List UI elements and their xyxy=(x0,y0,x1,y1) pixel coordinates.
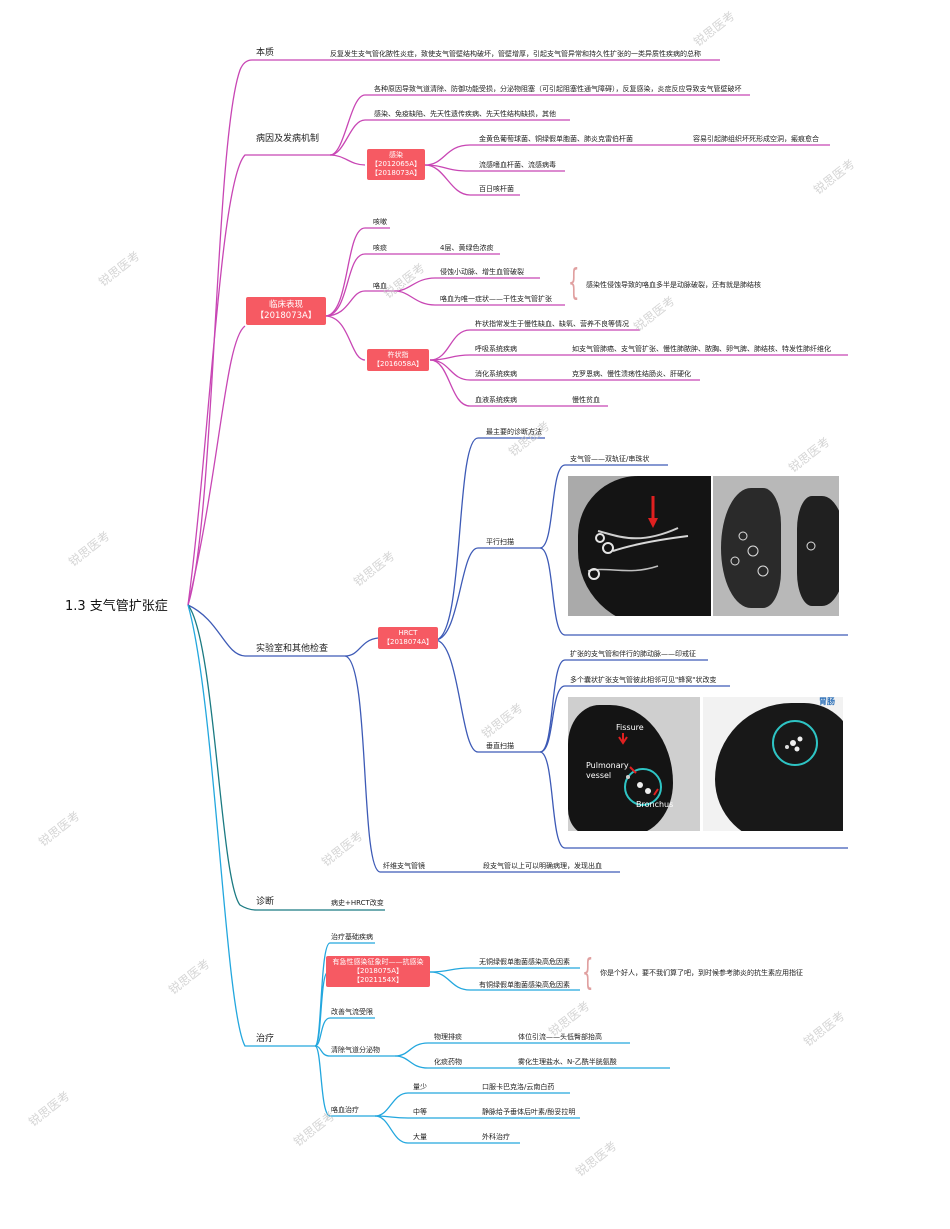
clubbing-blood: 血液系统疾病 xyxy=(475,396,517,404)
hrct-tag-title: HRCT xyxy=(398,629,418,637)
pseudomonas-risk: 有铜绿假单胞菌感染高危因素 xyxy=(479,981,570,989)
clubbing-tag[interactable]: 杵状指 【2016058A】 xyxy=(367,349,429,371)
hrct-main-method: 最主要的诊断方法 xyxy=(486,428,542,436)
vessel-label: vessel xyxy=(586,771,612,780)
clinical-tag-code: 【2018073A】 xyxy=(255,311,317,321)
branch-lab-label[interactable]: 实验室和其他检查 xyxy=(256,644,329,654)
brace: { xyxy=(568,262,580,303)
clubbing-tag-title: 杵状指 xyxy=(387,351,409,359)
ct-scan-image-perpendicular-1: Fissure Pulmonary vessel Bronchus xyxy=(568,697,700,831)
etiology-causes-text: 感染、免疫缺陷、先天性遗传疾病、先天性结构缺损，其他 xyxy=(374,110,556,118)
clubbing-respiratory: 呼吸系统疾病 xyxy=(475,345,517,353)
essence-text: 反复发生支气管化脓性炎症，致使支气管壁结构破坏，管壁增厚，引起支气管异常和持久性… xyxy=(330,50,701,58)
anti-infection-tag-code: 【2018075A】 xyxy=(353,967,403,975)
bronchoscopy-note: 段支气管以上可以明确病理，发现出血 xyxy=(483,862,602,870)
brace: { xyxy=(582,952,594,993)
clinical-tag-title: 临床表现 xyxy=(268,300,303,310)
infection-tag-title: 感染 xyxy=(389,151,403,159)
bronchus-label: Bronchus xyxy=(636,800,674,809)
fissure-label: Fissure xyxy=(616,723,644,732)
infection-tag-code: 【2012065A】 xyxy=(371,160,421,168)
etiology-mechanism-text: 各种原因导致气道清除、防御功能受损，分泌物阻塞（可引起阻塞性通气障碍），反复感染… xyxy=(374,85,742,93)
hemoptysis-dry-type: 咯血为唯一症状——干性支气管扩张 xyxy=(440,295,552,303)
no-pseudomonas-risk: 无铜绿假单胞菌感染高危因素 xyxy=(479,958,570,966)
mucolytic-drugs: 化痰药物 xyxy=(434,1058,462,1066)
symptom-sputum: 咳痰 xyxy=(373,244,387,252)
anti-infection-tag-code: 【2021154X】 xyxy=(353,976,403,984)
hemoptysis-small-note: 口服卡巴克洛/云南白药 xyxy=(482,1083,555,1091)
clubbing-blood-note: 慢性贫血 xyxy=(572,396,600,404)
antibiotic-note: 你是个好人，要不我们算了吧，到时候参考肺炎的抗生素应用指征 xyxy=(600,969,803,977)
hemoptysis-large-note: 外科治疗 xyxy=(482,1133,510,1141)
clubbing-digestive-note: 克罗恩病、慢性溃疡性结肠炎、肝硬化 xyxy=(572,370,691,378)
hemoptysis-treatment: 咯血治疗 xyxy=(331,1106,359,1114)
hrct-tag-code: 【2018074A】 xyxy=(383,638,433,646)
physical-drainage-note: 体位引流——头低臀部抬高 xyxy=(518,1033,602,1041)
pathogen-note: 容易引起肺组织坏死形成空洞，瘢痕愈合 xyxy=(693,135,819,143)
symptom-cough: 咳嗽 xyxy=(373,218,387,226)
physical-drainage: 物理排痰 xyxy=(434,1033,462,1041)
ct-scan-image-parallel-2 xyxy=(713,476,839,616)
clubbing-respiratory-note: 如支气管肺癌、支气管扩张、慢性肺脓肿、脓胸、卵气脾、肺结核、特发性肺纤维化 xyxy=(572,345,831,353)
corner-label: 胃肠 xyxy=(819,697,835,706)
treat-underlying: 治疗基础疾病 xyxy=(331,933,373,941)
hemoptysis-large: 大量 xyxy=(413,1133,427,1141)
ct-scan-image-perpendicular-2: 胃肠 xyxy=(703,697,843,831)
bronchoscopy-label: 纤维支气管镜 xyxy=(383,862,425,870)
pathogen-item: 流感嗜血杆菌、流感病毒 xyxy=(479,161,556,169)
clinical-tag[interactable]: 临床表现 【2018073A】 xyxy=(246,297,326,325)
hemoptysis-medium: 中等 xyxy=(413,1108,427,1116)
mucolytic-drugs-note: 雾化生理盐水、N-乙酰半胱氨酸 xyxy=(518,1058,617,1066)
signet-ring-sign: 扩张的支气管和伴行的肺动脉——印戒征 xyxy=(570,650,696,658)
anti-infection-tag-title: 有急性感染征象时——抗感染 xyxy=(332,958,424,966)
root-topic[interactable]: 1.3 支气管扩张症 xyxy=(65,599,168,614)
sputum-note: 4层、黄绿色浓痰 xyxy=(440,244,494,252)
hemoptysis-small: 量少 xyxy=(413,1083,427,1091)
perpendicular-scan-label: 垂直扫描 xyxy=(486,742,514,750)
clubbing-tag-code: 【2016058A】 xyxy=(373,360,423,368)
clubbing-desc: 杵状指常发生于慢性缺血、缺氧、营养不良等情况 xyxy=(475,320,629,328)
pathogen-item: 百日咳杆菌 xyxy=(479,185,514,193)
branch-treatment-label[interactable]: 治疗 xyxy=(256,1034,275,1044)
parallel-scan-label: 平行扫描 xyxy=(486,538,514,546)
branch-essence-label[interactable]: 本质 xyxy=(256,48,275,58)
anti-infection-tag[interactable]: 有急性感染征象时——抗感染 【2018075A】 【2021154X】 xyxy=(326,956,430,987)
hrct-tag[interactable]: HRCT 【2018074A】 xyxy=(378,627,438,649)
hemoptysis-medium-note: 静脉给予垂体后叶素/酚妥拉明 xyxy=(482,1108,576,1116)
branch-diagnosis-label[interactable]: 诊断 xyxy=(256,897,275,907)
clear-secretions: 清除气道分泌物 xyxy=(331,1046,380,1054)
infection-tag-code: 【2018073A】 xyxy=(371,169,421,177)
diagnosis-text: 病史+HRCT改变 xyxy=(331,899,384,907)
parallel-scan-sign: 支气管——双轨征/串珠状 xyxy=(570,455,650,463)
pulmonary-label: Pulmonary xyxy=(586,761,629,770)
pathogen-item: 金黄色葡萄球菌、铜绿假单胞菌、肺炎克雷伯杆菌 xyxy=(479,135,633,143)
branch-etiology-label[interactable]: 病因及发病机制 xyxy=(256,134,320,144)
hemoptysis-note: 感染性侵蚀导致的咯血多半是动脉破裂，还有就是肺结核 xyxy=(586,281,761,289)
infection-tag[interactable]: 感染 【2012065A】 【2018073A】 xyxy=(367,149,425,180)
improve-airflow: 改善气流受限 xyxy=(331,1008,373,1016)
honeycomb-sign: 多个囊状扩张支气管彼此相邻可见"蜂窝"状改变 xyxy=(570,676,717,684)
hemoptysis-cause: 侵蚀小动脉、增生血管破裂 xyxy=(440,268,524,276)
symptom-hemoptysis: 咯血 xyxy=(373,282,387,290)
clubbing-digestive: 消化系统疾病 xyxy=(475,370,517,378)
ct-scan-image-parallel-1 xyxy=(568,476,711,616)
